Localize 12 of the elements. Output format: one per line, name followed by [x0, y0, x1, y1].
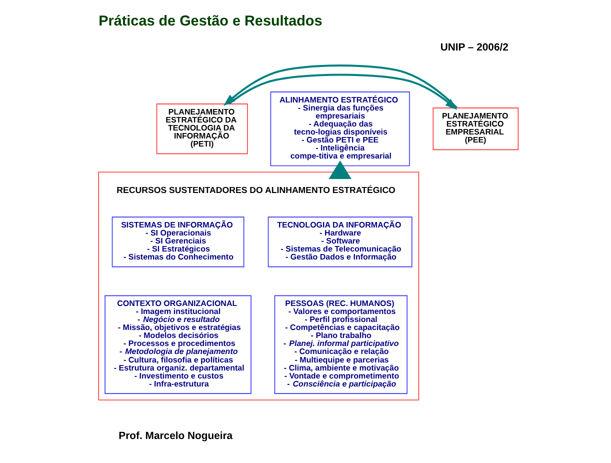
node-box: PLANEJAMENTO ESTRATÉGICO DA TECNOLOGIA DA INFORMAÇÃO (PETI)	[156, 104, 248, 154]
node-box: ALINHAMENTO ESTRATÉGICO - Sinergia das funções empresariais - Adequação das tecno-logias disponíveis - Gestão PETI e PEE - Inteligência compe-titiva e empresarial	[270, 92, 410, 166]
node-box: SISTEMAS DE INFORMAÇÃO - SI Operacionais - SI Gerenciais - SI Estratégicos - Sistemas do Conhecimento	[111, 216, 244, 268]
diagram-title: Práticas de Gestão e Resultados	[98, 14, 322, 30]
node-box: PESSOAS (REC. HUMANOS) - Valores e comportamentos - Perfil profissional - Competências e capacitação - Plano trabalho - Planej. informal participativo - Comunicação e relação - Multiequipe e parcerias - Clima, ambiente e motivação - Vontade e comprometimento - Consciência e participação	[274, 295, 407, 394]
arrow	[223, 64, 458, 108]
label: UNIP – 2006/2	[440, 42, 508, 54]
arrow	[328, 160, 351, 180]
node-box: PLANEJAMENTO ESTRATÉGICO EMPRESARIAL (PEE)	[432, 108, 518, 150]
node-box: TECNOLOGIA DA INFORMAÇÃO - Hardware - Software - Sistemas de Telecomunicação - Gestão Dados e Informação	[267, 216, 412, 268]
label: Prof. Marcelo Nogueira	[118, 430, 232, 442]
node-box: CONTEXTO ORGANIZACIONAL - Imagem institucional - Negócio e resultado - Missão, objetivos e estratégias - Modelos decisórios - Processos e procedimentos - Metodologia de planejamento - Cultura, filosofia e políticas - Estrutura organiz. departamental - Investimento e custos - Infra-estrutura	[104, 295, 251, 394]
